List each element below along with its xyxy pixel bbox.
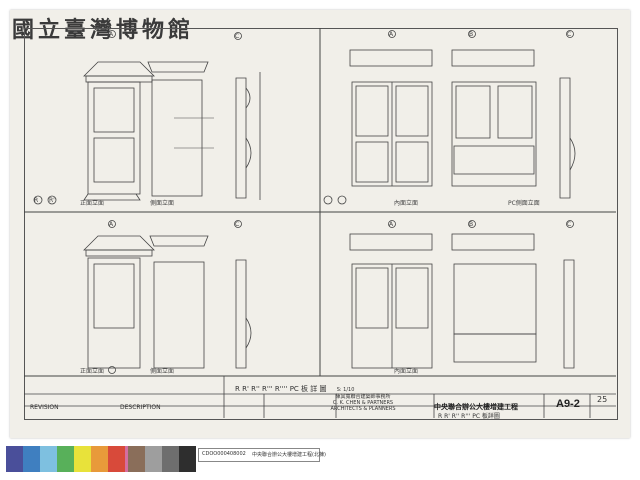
project-name: 中央聯合辦公大樓增建工程 <box>434 403 518 411</box>
sheet-number: A9-2 <box>556 398 580 410</box>
color-swatch <box>74 446 91 472</box>
panel2-grid-a: A <box>389 31 394 38</box>
panel2-grid-c: C <box>567 31 572 38</box>
color-swatch <box>6 446 23 472</box>
color-swatch <box>145 446 162 472</box>
barcode-box <box>198 448 320 462</box>
panel1-mid-label: 側面立面 <box>150 200 175 207</box>
color-swatch <box>179 446 196 472</box>
color-swatch <box>23 446 40 472</box>
revision-label: REVISION <box>30 404 59 411</box>
panel4-left-label: 內面立面 <box>394 368 419 375</box>
panel1-mark-right: R' <box>49 197 55 204</box>
drawing-frame <box>24 28 618 420</box>
plan-title-text: R R' R'' R''' R'''' PC 板 詳 圖 <box>235 385 327 393</box>
panel3-left-label: 正面立面 <box>80 368 105 375</box>
architectural-drawing <box>24 28 616 418</box>
panel1-grid-c: C <box>235 33 240 40</box>
color-swatch <box>40 446 57 472</box>
panel4-grid-c: C <box>567 221 572 228</box>
panel1-mark-left: R <box>34 197 39 204</box>
panel1-left-label: 正面立面 <box>80 200 105 207</box>
description-label: DESCRIPTION <box>120 404 161 411</box>
color-swatch <box>91 446 108 472</box>
color-swatch <box>162 446 179 472</box>
barcode-caption: 中央聯合辦公大樓增建工程(北棟) <box>252 452 326 458</box>
firm-block: 陳其寬聯合建築師事務所 C. K. CHEN & PARTNERS ARCHIT… <box>318 394 408 412</box>
panel3-grid-a: A <box>109 221 114 228</box>
firm-name-en: C. K. CHEN & PARTNERS <box>332 400 394 406</box>
barcode-id: CDOO000408002 <box>202 451 246 457</box>
color-swatch <box>108 446 125 472</box>
sheet-count: 25 <box>597 395 608 404</box>
color-swatch <box>57 446 74 472</box>
panel1-grid-a: A <box>109 31 114 38</box>
firm-tagline: ARCHITECTS & PLANNERS <box>330 406 396 412</box>
panel3-mid-label: 側面立面 <box>150 368 175 375</box>
panel2-left-label: 內面立面 <box>394 200 419 207</box>
panel4-grid-a: A <box>389 221 394 228</box>
panel4-grid-b: B <box>469 221 474 228</box>
plan-scale: S: 1/10 <box>336 387 355 393</box>
color-swatch <box>128 446 145 472</box>
firm-name-cn: 陳其寬聯合建築師事務所 <box>335 394 391 400</box>
panel2-mid-label: PC側面立面 <box>508 200 540 207</box>
plan-title: R R' R'' R''' R'''' PC 板 詳 圖 S: 1/10 <box>235 384 354 394</box>
panel2-grid-b: B <box>469 31 474 38</box>
museum-watermark: 國立臺灣博物館 <box>12 17 195 43</box>
panel3-grid-c: C <box>235 221 240 228</box>
sheet-subtitle: R R' R'' R''' PC 板詳圖 <box>438 413 500 420</box>
